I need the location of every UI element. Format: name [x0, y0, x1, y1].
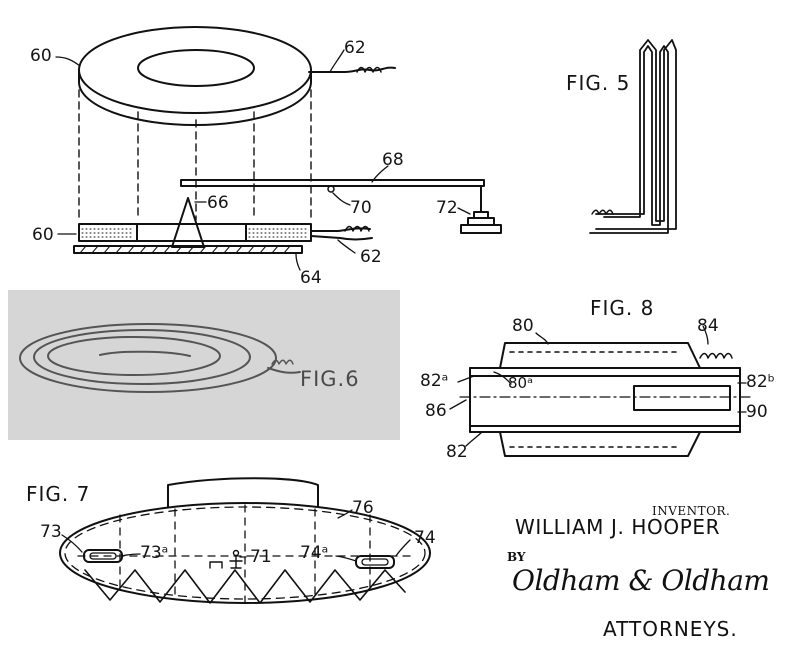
upper-coil-hole [137, 49, 255, 87]
craft-hull [59, 502, 431, 604]
coil-74a [355, 555, 395, 569]
pointer-70 [327, 185, 335, 193]
fig7-title: FIG. 7 [26, 482, 91, 506]
by-label: BY [507, 550, 526, 564]
lower-coil-lead-b [310, 235, 373, 241]
weight-72-base [460, 224, 502, 234]
fig8-title: FIG. 8 [590, 296, 655, 320]
attorneys-label: ATTORNEYS. [603, 617, 738, 641]
craft-dome [167, 477, 319, 508]
lower-coil-left-section [78, 223, 138, 242]
fig6-background-panel [8, 290, 400, 440]
ref-73a: 73ᵃ [140, 543, 169, 563]
inner-insert-90 [633, 385, 731, 411]
fig5-hairpin-coil [589, 39, 677, 234]
fig8-tube-assembly [449, 325, 753, 457]
ref-74: 74 [414, 528, 436, 548]
fig6-spiral-coil [19, 323, 301, 393]
ref-82a: 82ᵃ [420, 371, 449, 391]
ref-80: 80 [512, 316, 534, 336]
weight-72-mid [467, 217, 495, 226]
ref-66: 66 [207, 193, 229, 213]
lower-coil-lead-a [310, 227, 371, 232]
plate-hatching [79, 245, 291, 254]
ref-71: 71 [250, 547, 272, 567]
ref-68: 68 [382, 150, 404, 170]
ref-73: 73 [40, 522, 62, 542]
balance-beam-68 [180, 179, 485, 187]
ref-60-upper: 60 [30, 46, 52, 66]
ref-76: 76 [352, 498, 374, 518]
ref-74a: 74ᵃ [300, 543, 329, 563]
craft-ribs [77, 504, 413, 603]
ref-64: 64 [300, 268, 322, 288]
ref-60-lower: 60 [32, 225, 54, 245]
ref-82: 82 [446, 442, 468, 462]
inventor-tag: INVENTOR. [652, 504, 731, 518]
ref-86: 86 [425, 401, 447, 421]
fig7-leaders [61, 509, 411, 562]
ref-80a: 80ᵃ [508, 374, 533, 392]
top-coil-assembly [55, 26, 502, 271]
fig-leaders-top [55, 49, 471, 271]
fig8-leaders [449, 325, 747, 447]
upper-coil-side [78, 69, 312, 126]
inventor-name: WILLIAM J. HOOPER [515, 515, 721, 539]
ref-62-upper: 62 [344, 38, 366, 58]
fig5-title: FIG. 5 [566, 71, 631, 95]
ref-90: 90 [746, 402, 768, 422]
coil-outer-top [499, 342, 701, 369]
coil-stipple [81, 228, 309, 238]
pilot-71 [232, 549, 240, 557]
upper-coil-top [78, 26, 312, 114]
ref-72: 72 [436, 198, 458, 218]
attorney-signature: Oldham & Oldham [512, 564, 770, 597]
upper-coil-lead [308, 66, 396, 73]
ref-62-lower: 62 [360, 247, 382, 267]
ref-82b: 82ᵇ [746, 372, 775, 392]
coil-outer-bottom [499, 431, 701, 457]
lower-coil-right-section [245, 223, 312, 242]
ref-84: 84 [697, 316, 719, 336]
fig6-title: FIG.6 [300, 367, 360, 391]
fig7-disc-craft [59, 477, 431, 604]
ref-70: 70 [350, 198, 372, 218]
fulcrum-66 [171, 197, 205, 248]
craft-truss [84, 569, 406, 604]
projection-lines [78, 89, 312, 221]
